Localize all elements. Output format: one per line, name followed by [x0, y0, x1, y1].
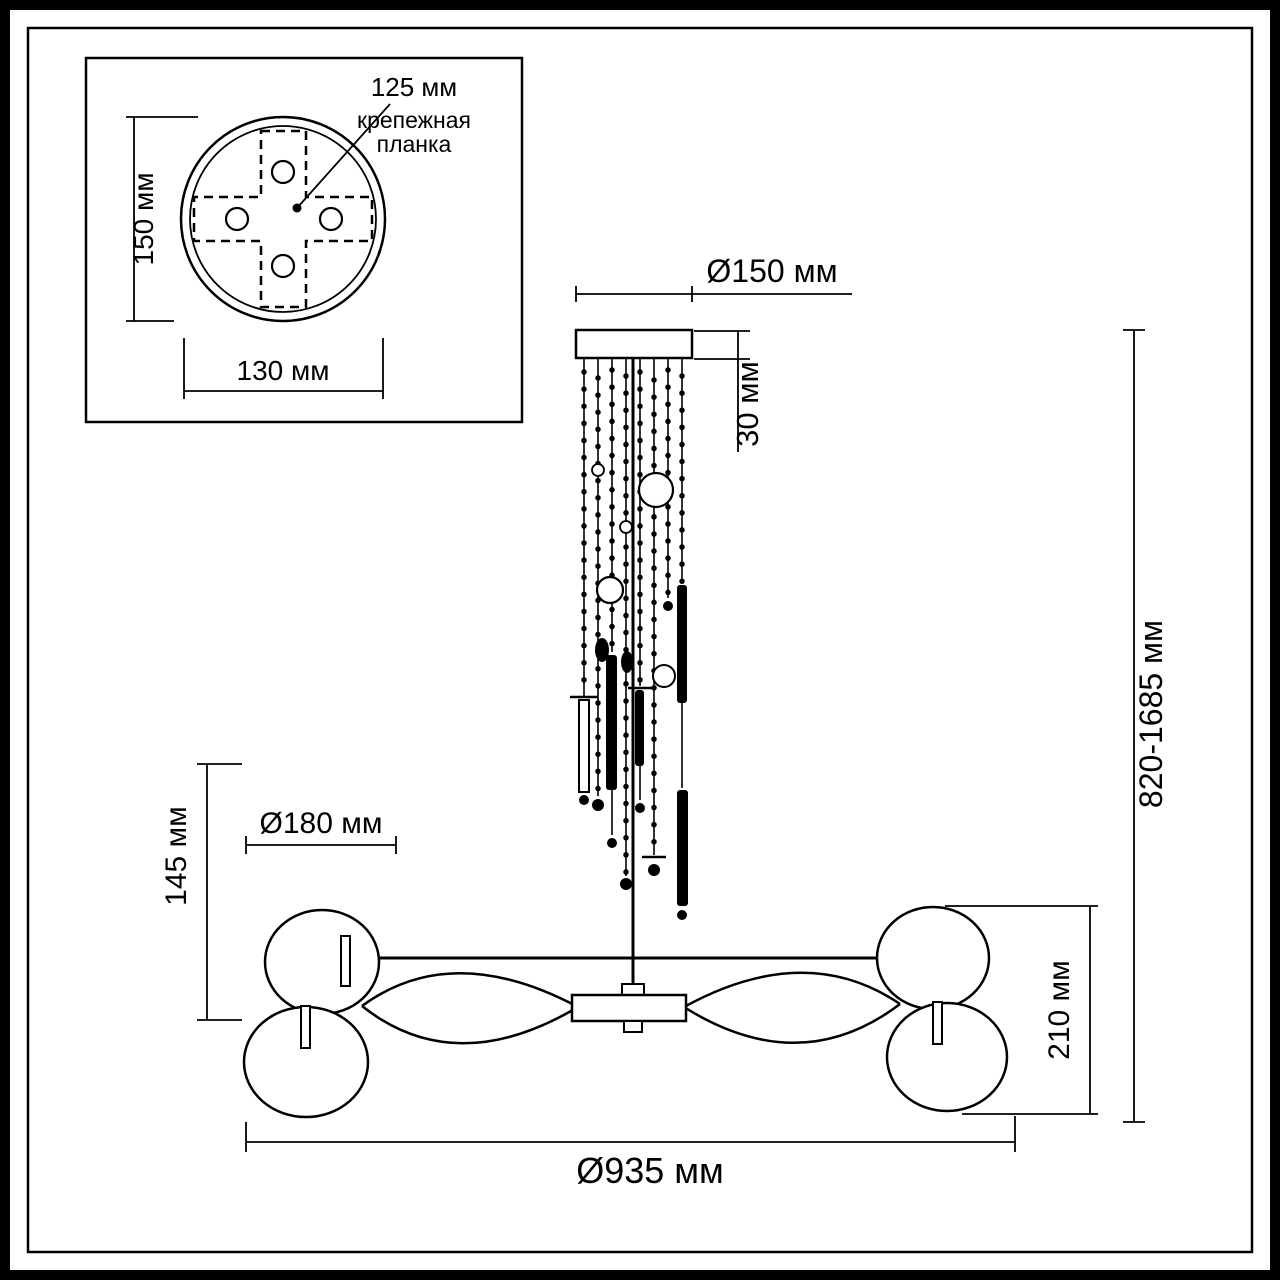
dim-125-label: 125 мм [371, 72, 457, 102]
chain-end-drop [579, 795, 589, 805]
dim-130 [183, 338, 384, 399]
chain-end-drop [635, 803, 645, 813]
dim-left-drop [197, 763, 242, 1021]
crystal-rod [606, 655, 617, 790]
dim-lamp-height [945, 905, 1098, 1115]
dimension-lines [197, 286, 1145, 1152]
left-arm-lower-curve [361, 1005, 579, 1045]
dim-total-height-label: 820-1685 мм [1133, 620, 1169, 808]
dim-total-width-label: Ø935 мм [576, 1150, 724, 1191]
screw-hole-right [318, 206, 344, 232]
chain-end-drop [663, 601, 673, 611]
screw-hole-top [270, 159, 296, 185]
dim-total-width [245, 1116, 1016, 1152]
dim-left-drop-label: 145 мм [160, 806, 193, 906]
chain-beads [581, 367, 685, 879]
chain-end-drop [620, 878, 632, 890]
right-arm-upper-curve [683, 971, 901, 1009]
globe-upper-left [263, 908, 381, 1016]
ceiling-canopy [574, 328, 694, 360]
left-arm-upper-curve [361, 972, 579, 1009]
mount-plate-label-line2: планка [377, 131, 452, 157]
crystal-rod [677, 585, 687, 703]
right-arm-lower-curve [683, 1003, 901, 1044]
mount-plate-label-line1: крепежная [357, 107, 471, 133]
dim-canopy-diameter-label: Ø150 мм [706, 253, 837, 289]
dim-shade-diameter [245, 836, 397, 854]
curved-arms [361, 971, 901, 1045]
inset-detail [84, 56, 524, 424]
crystal-bead [619, 520, 633, 534]
dim-canopy-height-label: 30 мм [730, 361, 765, 447]
crystal-bead [591, 463, 605, 477]
crystal-rod-outline [578, 699, 590, 793]
pin-lower-right [932, 1001, 943, 1045]
dim-150 [126, 116, 198, 322]
globe-lower-right [885, 1001, 1009, 1113]
dim-total-height [1123, 329, 1145, 1123]
dim-lamp-height-label: 210 мм [1043, 960, 1076, 1060]
pin-lower-left [300, 1005, 311, 1049]
crystal-chains [581, 358, 685, 879]
crystal-sphere [637, 471, 675, 509]
crystal-sphere [652, 664, 676, 688]
chain-end-drop [607, 838, 617, 848]
canopy-outer-circle [179, 115, 387, 323]
chain-end-drop [592, 799, 604, 811]
screw-hole-left [224, 206, 250, 232]
dim-canopy-diameter [575, 286, 852, 302]
globe-pins [300, 935, 943, 1049]
dim-130-label: 130 мм [237, 355, 330, 386]
central-hub [570, 993, 688, 1023]
crystal-rod [677, 790, 688, 906]
leader-line-125 [296, 103, 391, 209]
crystal-drop [595, 638, 609, 662]
dim-shade-diameter-label: Ø180 мм [260, 807, 383, 840]
dim-canopy-height [694, 330, 750, 452]
chandelier-drawing [242, 328, 1009, 1119]
crystal-drop [621, 651, 633, 673]
dim-150-label: 150 мм [128, 173, 159, 266]
inner-frame [26, 26, 1254, 1254]
chain-end-drop [677, 910, 687, 920]
pin-upper-left [340, 935, 351, 987]
crystal-sphere [595, 575, 625, 605]
crystal-ornaments [570, 463, 688, 920]
screw-hole-bottom [270, 253, 296, 279]
chain-end-drop [648, 864, 660, 876]
crystal-rod [635, 690, 644, 766]
globe-upper-right [875, 905, 991, 1011]
hub-lower-piece [623, 1020, 643, 1033]
canopy-inner-circle [189, 125, 377, 313]
